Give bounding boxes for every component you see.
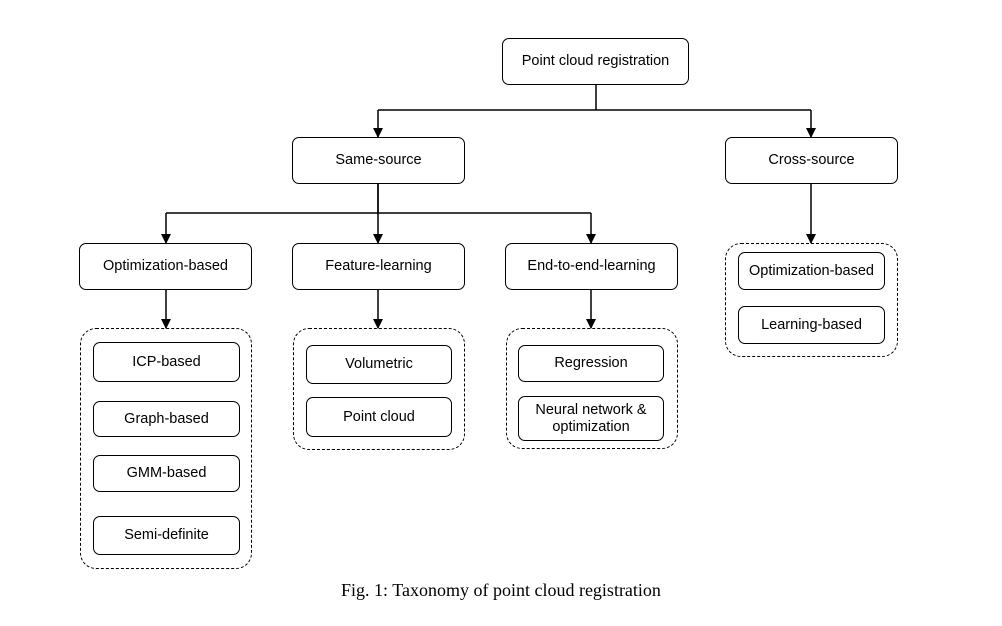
end-to-end-methods-group [506,328,678,449]
figure-caption: Fig. 1: Taxonomy of point cloud registra… [341,580,661,600]
root-node: Point cloud registration [502,38,689,85]
cross-optimization-based-node: Optimization-based [738,252,885,290]
feature-learning-node: Feature-learning [292,243,465,290]
cross-source-node: Cross-source [725,137,898,184]
cross-source-methods-group [725,243,898,357]
feature-methods-group [293,328,465,450]
regression-node: Regression [518,345,664,382]
graph-based-node: Graph-based [93,401,240,437]
volumetric-node: Volumetric [306,345,452,384]
semi-definite-node: Semi-definite [93,516,240,555]
optimization-methods-group [80,328,252,569]
end-to-end-learning-node: End-to-end-learning [505,243,678,290]
gmm-based-node: GMM-based [93,455,240,492]
same-source-node: Same-source [292,137,465,184]
cross-learning-based-node: Learning-based [738,306,885,344]
icp-based-node: ICP-based [93,342,240,382]
point-cloud-node: Point cloud [306,397,452,437]
optimization-based-node: Optimization-based [79,243,252,290]
neural-network-optimization-node: Neural network & optimization [518,396,664,441]
